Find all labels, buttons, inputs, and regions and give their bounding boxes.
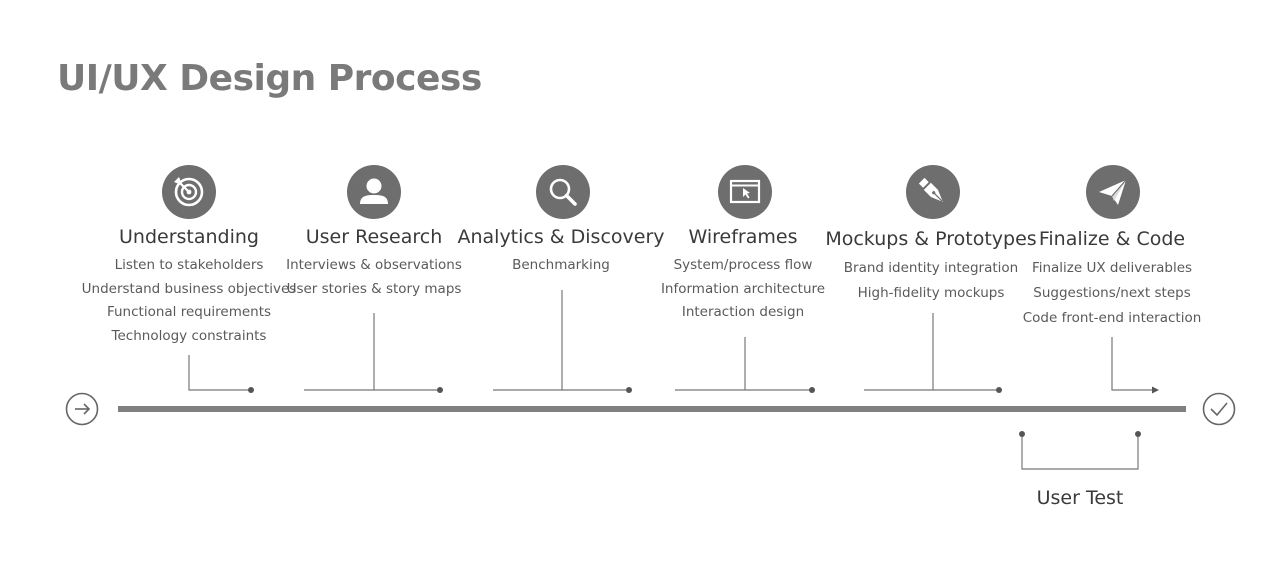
browser-window-icon	[718, 165, 772, 219]
step-item: Finalize UX deliverables	[1031, 260, 1193, 276]
step-title-understanding: Understanding	[119, 226, 259, 248]
step-title-finalize: Finalize & Code	[1038, 228, 1186, 250]
step-item: Benchmarking	[512, 257, 610, 273]
page-title: UI/UX Design Process	[57, 58, 482, 99]
step-item: Interviews & observations	[286, 257, 462, 273]
connector-understanding	[188, 355, 254, 393]
step-item: Listen to stakeholders	[114, 257, 264, 273]
step-item: User stories & story maps	[286, 281, 462, 297]
step-title-mockups: Mockups & Prototypes	[825, 228, 1037, 250]
step-icon-wireframes	[717, 164, 773, 220]
step-title-analytics: Analytics & Discovery	[457, 226, 665, 248]
step-item: Brand identity integration	[843, 260, 1019, 276]
step-item: System/process flow	[673, 257, 813, 273]
step-icon-understanding	[161, 164, 217, 220]
step-item: High-fidelity mockups	[857, 285, 1005, 301]
step-item: Technology constraints	[111, 328, 267, 344]
check-circle-icon	[1202, 392, 1236, 426]
user-test-bracket	[1019, 431, 1141, 470]
connector-finalize	[1111, 337, 1159, 394]
pen-nib-icon	[906, 165, 960, 219]
step-item: Suggestions/next steps	[1033, 285, 1191, 301]
connector-user-research	[304, 313, 443, 393]
step-item: Code front-end interaction	[1022, 310, 1202, 326]
step-icon-mockups	[905, 164, 961, 220]
connector-wireframes	[675, 337, 815, 393]
step-item: Functional requirements	[106, 304, 272, 320]
connector-analytics	[493, 290, 632, 393]
step-title-wireframes: Wireframes	[688, 226, 798, 248]
step-icon-analytics	[535, 164, 591, 220]
step-item: Interaction design	[681, 304, 805, 320]
step-item: Information architecture	[660, 281, 826, 297]
user-icon	[347, 165, 401, 219]
magnifier-icon	[536, 165, 590, 219]
user-test-label: User Test	[1036, 487, 1124, 509]
paper-plane-icon	[1086, 165, 1140, 219]
connector-mockups	[864, 313, 1002, 393]
step-item: Understand business objectives	[81, 281, 297, 297]
step-icon-finalize	[1085, 164, 1141, 220]
step-title-user-research: User Research	[305, 226, 443, 248]
arrow-right-circle-icon	[65, 392, 99, 426]
step-icon-user-research	[346, 164, 402, 220]
target-icon	[162, 165, 216, 219]
